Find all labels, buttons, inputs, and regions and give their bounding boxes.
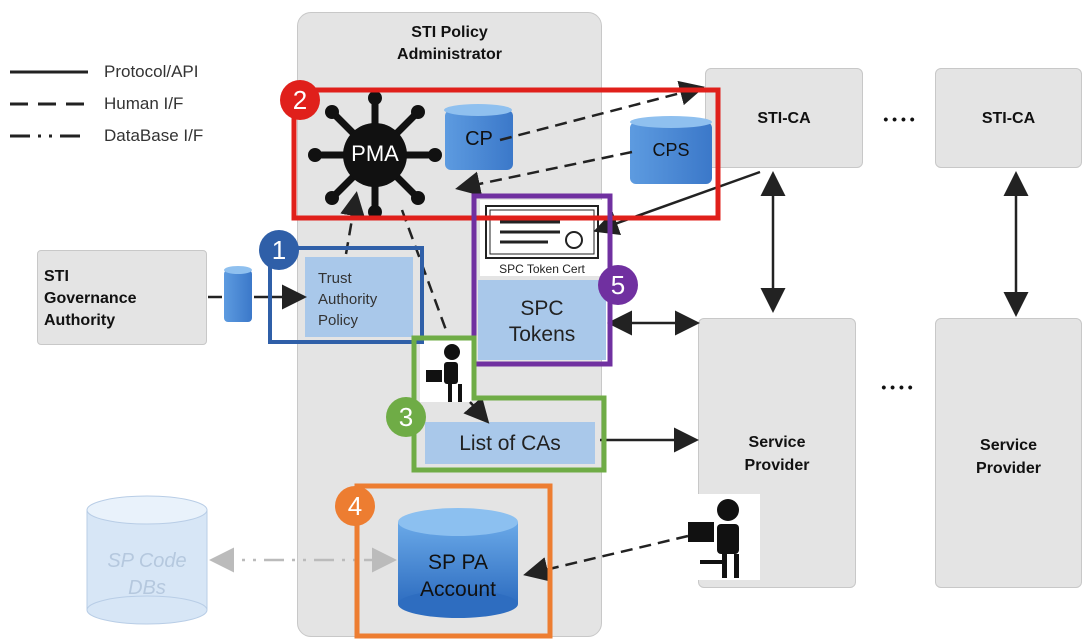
sti-ca-box-1 xyxy=(705,68,863,168)
sti-ca-box-2 xyxy=(935,68,1082,168)
ellipsis-top: • • • • xyxy=(883,111,915,127)
service-provider-2-line1: Service xyxy=(980,437,1037,454)
legend-protocol: Protocol/API xyxy=(104,62,199,81)
sti-ca-label-2: STI-CA xyxy=(981,110,1036,127)
account-highlight-box xyxy=(354,483,553,639)
spc-tokens-box xyxy=(478,280,606,360)
governance-line2: Governance xyxy=(44,290,137,307)
policy-admin-title-2: Administrator xyxy=(397,46,502,63)
spc-tokens-line2: Tokens xyxy=(508,323,576,346)
sp-pa-account-cylinder xyxy=(398,508,518,618)
governance-line1: STI xyxy=(44,268,69,285)
service-provider-box-2 xyxy=(935,318,1082,588)
governance-scroll-icon xyxy=(224,266,252,322)
badge-5: 5 xyxy=(598,265,638,305)
trust-policy-line1: Trust xyxy=(318,270,352,287)
list-of-cas-box xyxy=(425,422,595,464)
ellipsis-mid: • • • • xyxy=(881,379,913,395)
spc-cert-label: SPC Token Cert xyxy=(499,262,585,276)
pma-highlight-box xyxy=(291,87,721,221)
badge-1: 1 xyxy=(259,230,299,270)
sti-ca-label-1: STI-CA xyxy=(757,110,811,127)
certificate-icon xyxy=(485,205,599,259)
badge-4: 4 xyxy=(335,486,375,526)
cp-scroll-icon xyxy=(444,104,513,170)
list-of-cas-label: List of CAs xyxy=(459,432,561,455)
sp-pa-account-line2: Account xyxy=(420,578,496,601)
trust-policy-line2: Authority xyxy=(318,291,378,308)
badge-2: 2 xyxy=(280,80,320,120)
sp-pa-account-line1: SP PA xyxy=(428,551,488,574)
trust-policy-line3: Policy xyxy=(318,312,359,329)
pma-icon xyxy=(308,91,442,219)
cps-label: CPS xyxy=(652,140,690,160)
legend-database: DataBase I/F xyxy=(104,126,204,145)
sp-code-dbs-line1: SP Code xyxy=(107,550,187,572)
sp-code-dbs-cylinder xyxy=(86,495,208,625)
cps-scroll-icon xyxy=(630,116,712,184)
governance-box xyxy=(37,250,207,345)
pma-label: PMA xyxy=(351,141,399,166)
service-provider-2-line2: Provider xyxy=(976,460,1041,477)
trust-policy-highlight-box xyxy=(268,246,424,344)
sp-person-icon xyxy=(680,494,760,580)
sp-code-dbs-line2: DBs xyxy=(128,577,166,599)
policy-admin-title-1: STI Policy xyxy=(411,24,488,41)
legend-human: Human I/F xyxy=(104,94,184,113)
badge-3: 3 xyxy=(386,397,426,437)
governance-line3: Authority xyxy=(44,312,116,329)
service-provider-1-line1: Service xyxy=(748,434,806,451)
spc-tokens-line1: SPC xyxy=(520,297,564,320)
list-cas-highlight-box xyxy=(411,335,607,473)
trust-authority-policy-box xyxy=(305,257,413,337)
admin-person-icon xyxy=(420,340,472,402)
service-provider-1-line2: Provider xyxy=(744,457,810,474)
cp-label: CP xyxy=(465,128,493,150)
